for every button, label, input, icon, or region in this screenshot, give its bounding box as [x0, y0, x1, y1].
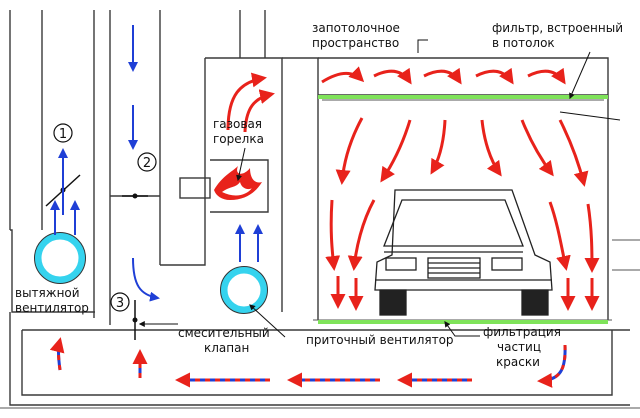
- svg-text:клапан: клапан: [204, 341, 249, 355]
- label-ceiling-space: запотолочное пространство: [312, 21, 400, 50]
- floor-filter-strip: [318, 320, 608, 324]
- leader-lines: [138, 39, 621, 338]
- svg-text:краски: краски: [496, 355, 540, 369]
- damper-icon: [132, 300, 138, 340]
- svg-text:3: 3: [116, 296, 124, 311]
- svg-text:вытяжной: вытяжной: [15, 286, 80, 300]
- svg-text:смесительный: смесительный: [178, 326, 270, 340]
- label-ceiling-filter: фильтр, встроенный в потолок: [492, 21, 623, 50]
- heated-air-arrows: [226, 66, 600, 311]
- svg-text:вентилятор: вентилятор: [15, 301, 89, 315]
- svg-text:1: 1: [59, 127, 67, 142]
- svg-text:в потолок: в потолок: [492, 36, 555, 50]
- supply-fan-icon: [220, 266, 268, 314]
- return-air-arrows: [49, 337, 567, 388]
- svg-text:запотолочное: запотолочное: [312, 21, 400, 35]
- label-mixing-valve: смесительный клапан: [178, 326, 270, 355]
- marker-3: 3: [110, 292, 130, 312]
- label-gas-burner: газовая горелка: [213, 117, 264, 146]
- svg-text:фильтр, встроенный: фильтр, встроенный: [492, 21, 623, 35]
- building-structure: [0, 10, 640, 409]
- fresh-air-arrows: [50, 25, 263, 302]
- marker-2: 2: [137, 152, 157, 172]
- svg-text:горелка: горелка: [213, 132, 264, 146]
- svg-text:фильтрация: фильтрация: [483, 325, 561, 339]
- svg-text:частиц: частиц: [497, 340, 541, 354]
- car-icon: [374, 189, 553, 316]
- svg-text:газовая: газовая: [213, 117, 262, 131]
- label-supply-fan: приточный вентилятор: [306, 333, 454, 347]
- marker-1: 1: [53, 123, 73, 143]
- svg-text:2: 2: [143, 156, 151, 171]
- exhaust-fan-icon: [34, 232, 86, 284]
- svg-text:приточный вентилятор: приточный вентилятор: [306, 333, 454, 347]
- ceiling-filter-strip: [318, 95, 608, 99]
- label-exhaust-fan: вытяжной вентилятор: [15, 286, 89, 315]
- svg-text:пространство: пространство: [312, 36, 399, 50]
- flame-icon: [214, 166, 262, 200]
- label-paint-filter: фильтрация частиц краски: [483, 325, 561, 369]
